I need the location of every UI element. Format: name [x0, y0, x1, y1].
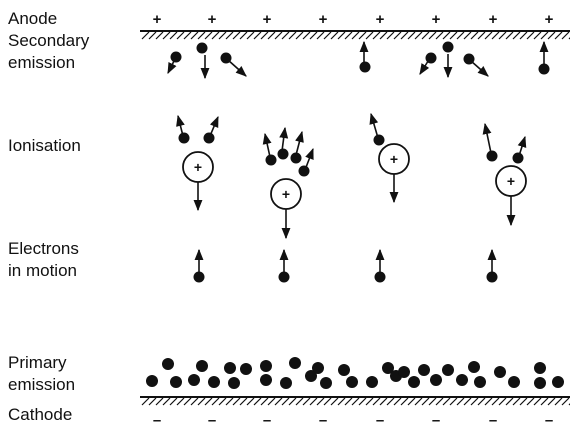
electron: [366, 376, 378, 388]
label-primary-emission-1: Primary: [8, 353, 67, 372]
electron: [146, 375, 158, 387]
secondary-emission-electrons: [167, 40, 550, 80]
minus-sign: –: [489, 412, 497, 429]
plus-sign: +: [376, 11, 385, 28]
electron: [290, 152, 302, 164]
electron: [425, 52, 437, 64]
electron: [298, 165, 310, 177]
anode-plate: [140, 30, 570, 40]
electron: [534, 377, 546, 389]
electron: [374, 271, 386, 283]
label-anode: Anode: [8, 9, 58, 28]
label-secondary-emission-1: Secondary: [8, 31, 90, 50]
electron: [178, 132, 190, 144]
ionisation-event: +: [176, 114, 219, 212]
electron: [224, 362, 236, 374]
electron: [170, 51, 182, 63]
electron: [474, 376, 486, 388]
ion-plus-sign: +: [194, 159, 202, 175]
plus-sign: +: [208, 11, 217, 28]
electron: [494, 366, 506, 378]
electron: [220, 52, 232, 64]
electron: [430, 374, 442, 386]
electron: [196, 360, 208, 372]
electron: [289, 357, 301, 369]
electron: [408, 376, 420, 388]
ionisation-event: +: [482, 122, 527, 227]
ion-plus-sign: +: [390, 151, 398, 167]
ionisation-event: +: [369, 112, 410, 204]
minus-sign: –: [153, 412, 161, 429]
electron: [552, 376, 564, 388]
electron: [382, 362, 394, 374]
electron: [208, 376, 220, 388]
minus-sign: –: [432, 412, 440, 429]
label-ionisation: Ionisation: [8, 136, 81, 155]
label-secondary-emission-2: emission: [8, 53, 76, 72]
electron: [338, 364, 350, 376]
electron: [418, 364, 430, 376]
electron: [373, 134, 385, 146]
minus-sign: –: [263, 412, 271, 429]
plus-sign: +: [263, 11, 272, 28]
electron: [486, 150, 498, 162]
electron: [398, 366, 410, 378]
ion-plus-sign: +: [282, 186, 290, 202]
electron: [260, 374, 272, 386]
electron: [162, 358, 174, 370]
electron: [170, 376, 182, 388]
label-electrons-in-motion-1: Electrons: [8, 239, 79, 258]
electron: [359, 61, 371, 73]
label-primary-emission-2: emission: [8, 375, 76, 394]
electron: [320, 377, 332, 389]
ion-plus-sign: +: [507, 173, 515, 189]
electron: [508, 376, 520, 388]
plus-sign: +: [153, 11, 162, 28]
electron: [278, 271, 290, 283]
cathode-plate: [140, 396, 570, 406]
electron: [240, 363, 252, 375]
electron: [305, 370, 317, 382]
electrons-in-motion: [193, 248, 498, 283]
minus-sign: –: [208, 412, 216, 429]
electron: [456, 374, 468, 386]
ionisation-events: + + +: [176, 112, 527, 240]
electron: [193, 271, 205, 283]
electron: [442, 41, 454, 53]
minus-sign: –: [376, 412, 384, 429]
electron: [463, 53, 475, 65]
electron: [486, 271, 498, 283]
primary-emission-electrons: [146, 357, 564, 389]
electron: [260, 360, 272, 372]
ionisation-event: +: [262, 126, 314, 240]
electron: [228, 377, 240, 389]
label-cathode: Cathode: [8, 405, 73, 424]
electron: [538, 63, 550, 75]
electron: [512, 152, 524, 164]
electron: [203, 132, 215, 144]
anode-charge-signs: + + + + + + + +: [153, 11, 554, 28]
cathode-charge-signs: ––––––––: [153, 412, 553, 429]
plus-sign: +: [432, 11, 441, 28]
electron: [188, 374, 200, 386]
electron: [346, 376, 358, 388]
minus-sign: –: [545, 412, 553, 429]
plus-sign: +: [489, 11, 498, 28]
electron: [277, 148, 289, 160]
electron: [280, 377, 292, 389]
electron: [442, 364, 454, 376]
electron: [265, 154, 277, 166]
electron: [196, 42, 208, 54]
plus-sign: +: [319, 11, 328, 28]
minus-sign: –: [319, 412, 327, 429]
plus-sign: +: [545, 11, 554, 28]
electron: [312, 362, 324, 374]
electron: [468, 361, 480, 373]
electron: [534, 362, 546, 374]
label-electrons-in-motion-2: in motion: [8, 261, 77, 280]
